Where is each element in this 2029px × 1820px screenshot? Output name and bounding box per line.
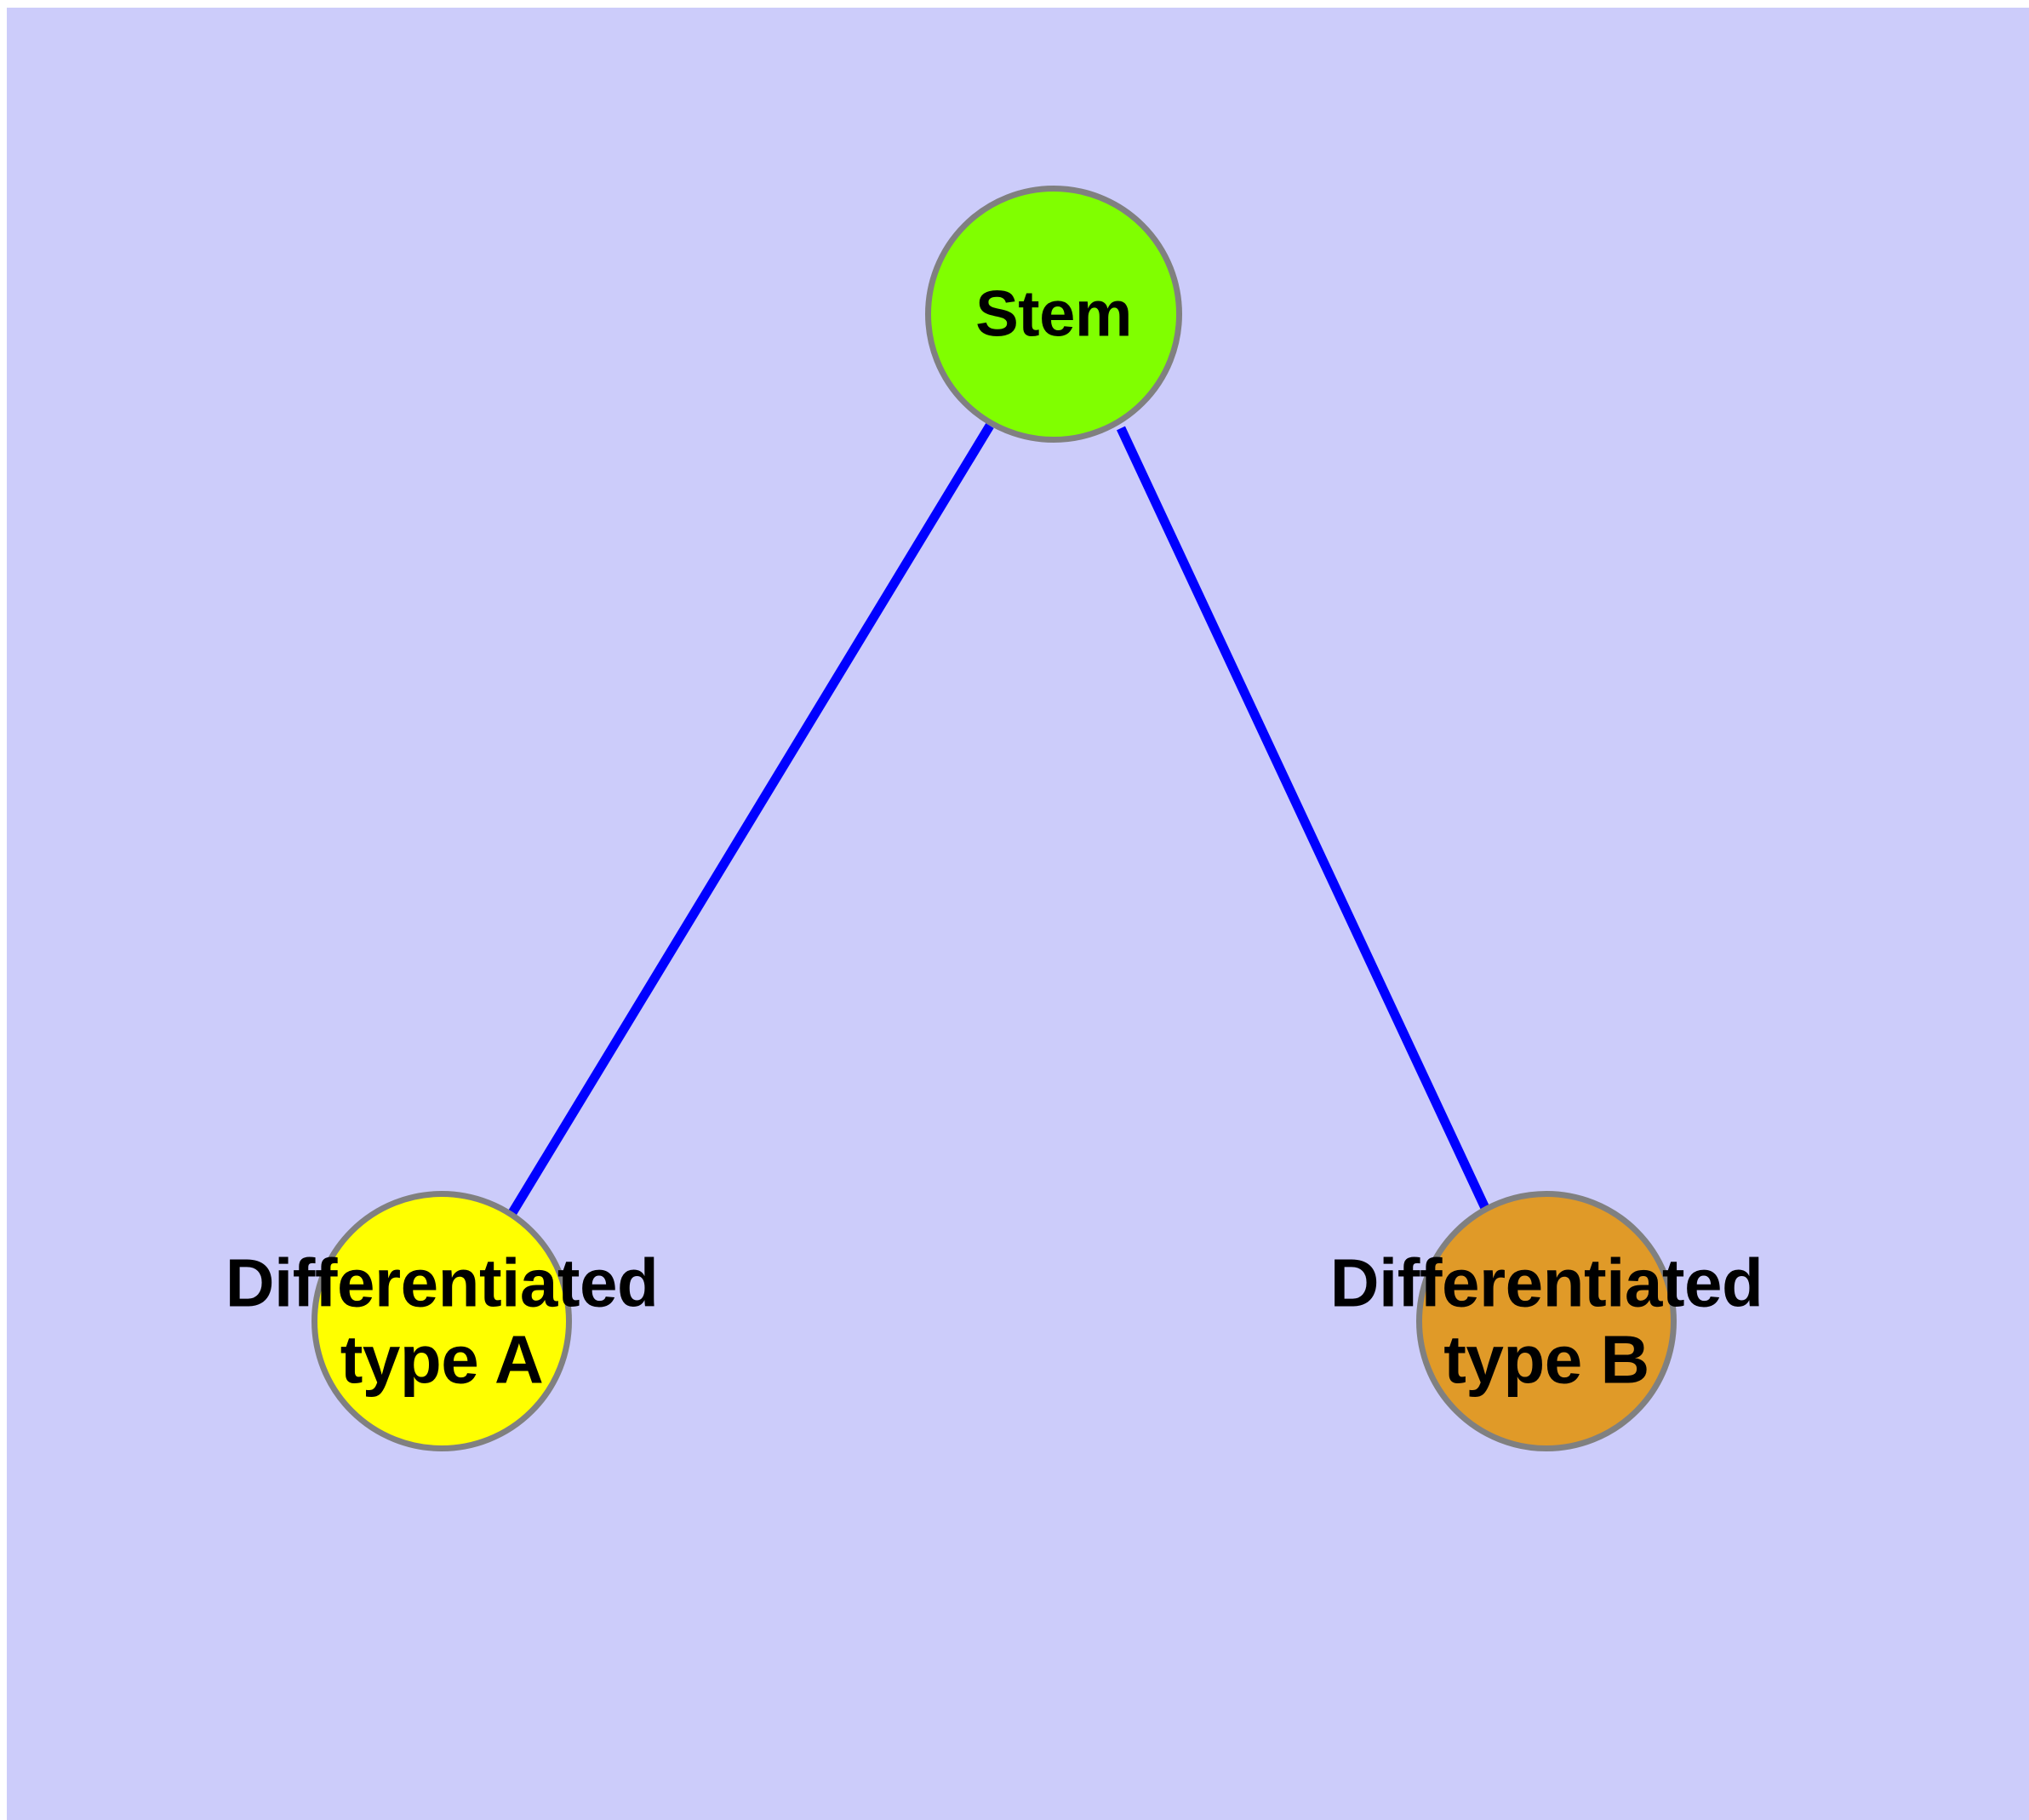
- node-differentiated-type-a-circle[interactable]: [311, 1191, 572, 1451]
- edge-stem-to-differentiated-type-a: [506, 423, 994, 1218]
- node-stem[interactable]: Stem: [925, 186, 1182, 443]
- node-differentiated-type-b-circle[interactable]: [1416, 1191, 1677, 1451]
- node-stem-circle[interactable]: [925, 186, 1182, 443]
- edge-stem-to-differentiated-type-b: [1117, 426, 1495, 1223]
